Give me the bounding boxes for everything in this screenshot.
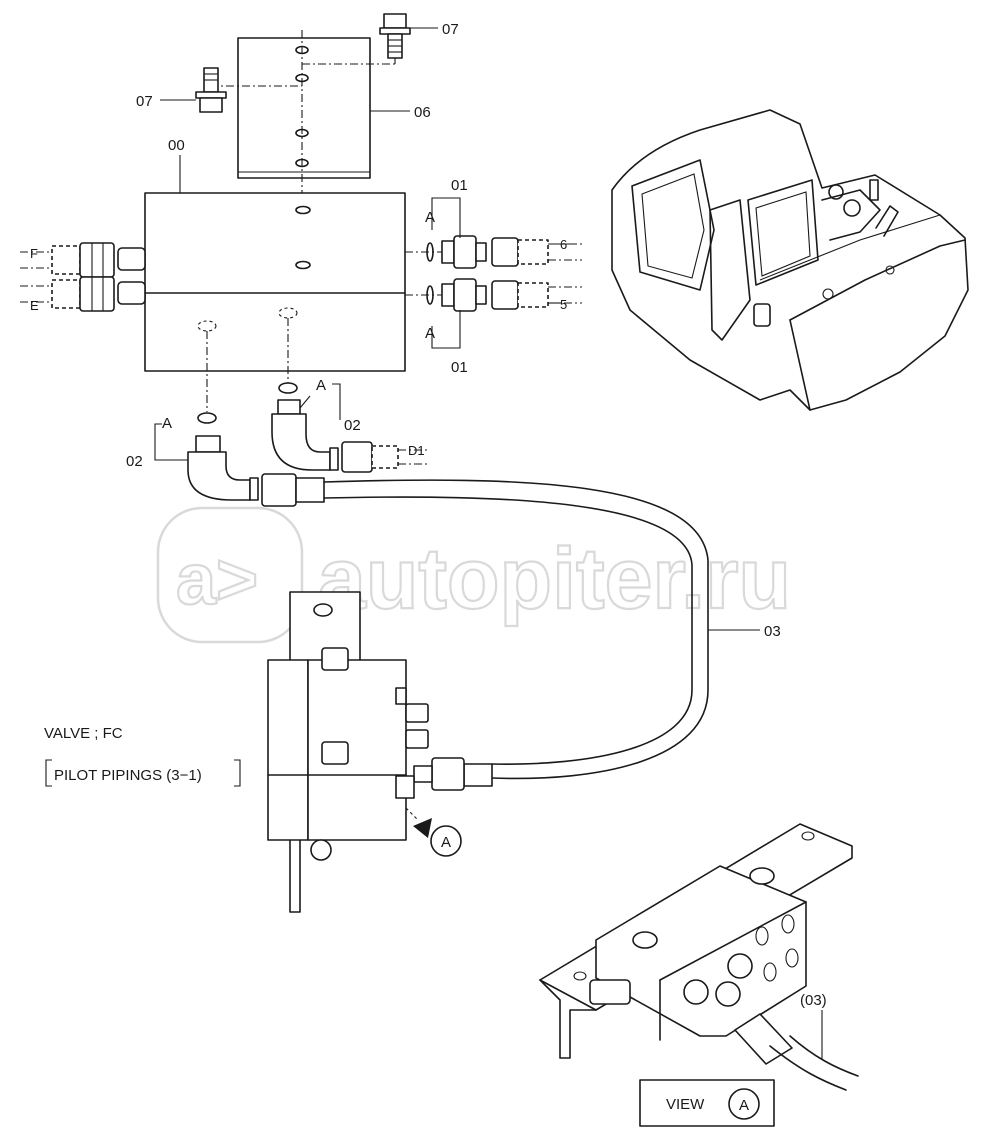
- watermark-text: autopiter.ru: [318, 531, 791, 627]
- elbow-02-right: [271, 382, 430, 473]
- label-a-right: A: [316, 377, 326, 394]
- watermark-logo: a>: [176, 540, 258, 620]
- valve-block-00: [117, 192, 452, 412]
- view-letter: A: [739, 1097, 749, 1114]
- view-a-detail: [539, 823, 859, 1091]
- caption-line1: VALVE ; FC: [44, 725, 123, 742]
- label-02-right: 02: [344, 417, 361, 434]
- label-a-left: A: [162, 415, 172, 432]
- label-00: 00: [168, 137, 185, 154]
- label-01-bottom: 01: [451, 359, 468, 376]
- label-a-bottom: A: [425, 325, 435, 342]
- adapter-01-lower: [426, 278, 582, 312]
- view-a-callout: A: [413, 818, 462, 857]
- bolt-07-top: [379, 13, 411, 64]
- view-a-box: VIEW A: [639, 1079, 775, 1127]
- label-03: 03: [764, 623, 781, 640]
- view-label: VIEW: [666, 1096, 705, 1113]
- label-06: 06: [414, 104, 431, 121]
- elbow-02-left: [187, 412, 259, 501]
- label-07-top: 07: [442, 21, 459, 38]
- callout-letter: A: [441, 834, 451, 851]
- label-d1: D1: [408, 443, 425, 458]
- label-07-left: 07: [136, 93, 153, 110]
- label-view-ref: (03): [800, 992, 827, 1009]
- hose-e: [20, 276, 115, 312]
- label-02-left: 02: [126, 453, 143, 470]
- labels: 07 07 06 00 01 A 6 5 A 01 F E A 02 D1 A …: [30, 21, 827, 1009]
- valve-fc: [267, 591, 429, 913]
- label-5: 5: [560, 297, 567, 312]
- label-01-top: 01: [451, 177, 468, 194]
- caption-line2: PILOT PIPINGS (3−1): [54, 767, 202, 784]
- plate-06: [210, 30, 395, 205]
- label-f: F: [30, 246, 38, 261]
- leader-lines: [154, 27, 760, 631]
- label-a-top: A: [425, 209, 435, 226]
- label-e: E: [30, 298, 39, 313]
- bolt-07-left: [195, 67, 227, 113]
- watermark: a> autopiter.ru: [156, 506, 792, 644]
- label-6: 6: [560, 237, 567, 252]
- adapter-01-upper: [426, 235, 582, 269]
- hose-f: [20, 242, 115, 278]
- hose-03: [261, 473, 709, 791]
- excavator-illustration: [611, 109, 969, 411]
- caption: VALVE ; FC PILOT PIPINGS (3−1): [44, 725, 241, 787]
